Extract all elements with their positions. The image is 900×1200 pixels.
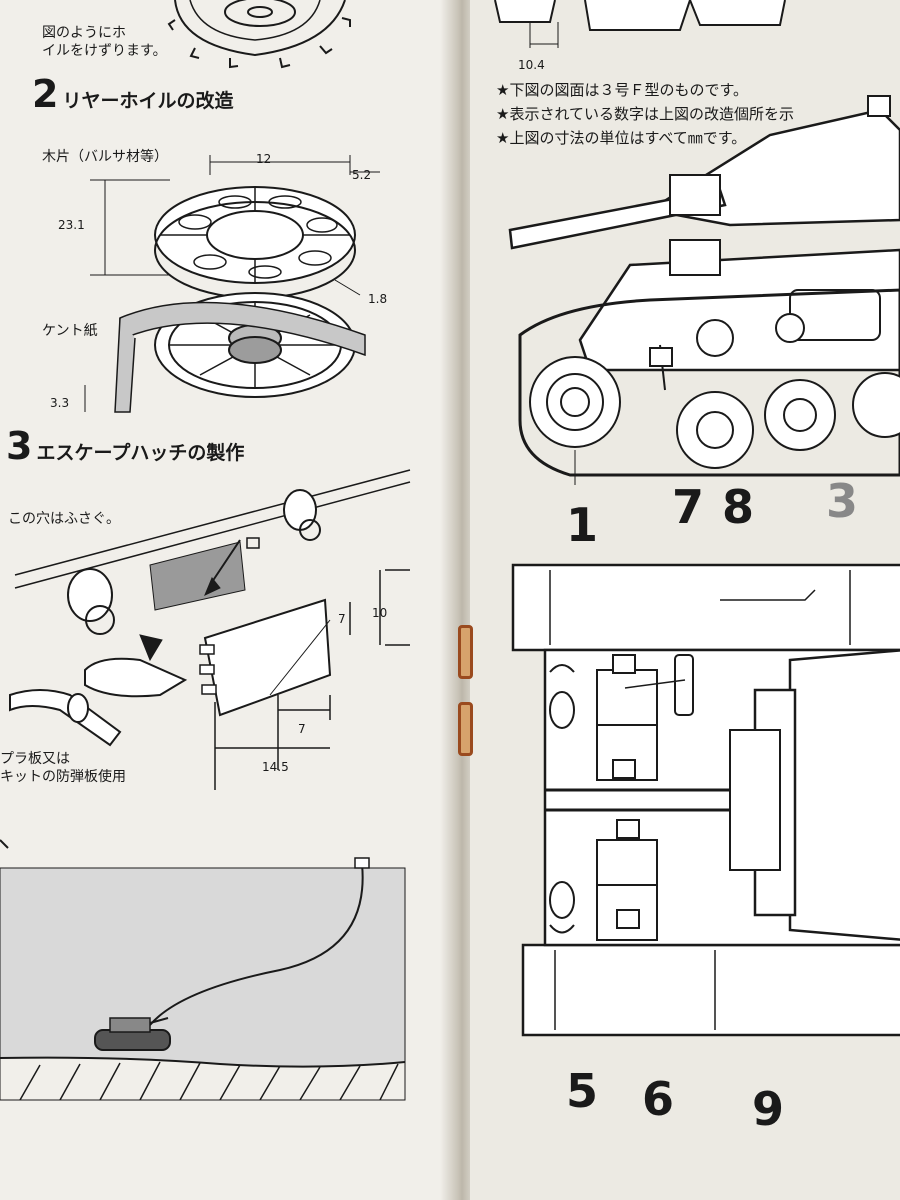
callout-9: 9 <box>752 1082 785 1136</box>
dim-inner-width-7: 7 <box>298 722 306 736</box>
escape-hatch-drawing <box>9 469 411 790</box>
section-2-title: リヤーホイルの改造 <box>62 90 234 112</box>
callout-1: 1 <box>566 498 599 552</box>
note-line-1: ★下図の図面は３号Ｆ型のものです。 <box>496 81 748 99</box>
staple-top <box>458 625 473 679</box>
plastic-note: プラ板又は キットの防弾板使用 <box>0 750 126 786</box>
dim-total-width-14-5: 14.5 <box>262 760 289 774</box>
notes-block: ★下図の図面は３号Ｆ型のものです。 ★表示されている数字は上図の改造個所を示 ★… <box>496 78 794 150</box>
dim-10-4: 10.4 <box>518 58 545 72</box>
section-3-title: エスケープハッチの製作 <box>36 442 245 464</box>
rear-wheel-drawing <box>84 155 380 413</box>
dim-height-23-1: 23.1 <box>58 218 85 232</box>
tank-top-view-drawing <box>511 563 900 1037</box>
section-2-heading: 2 リヤーホイルの改造 <box>32 72 233 116</box>
dim-band-3-3: 3.3 <box>50 396 70 410</box>
callout-3: 3 <box>826 474 859 528</box>
note-line-3: ★上図の寸法の単位はすべて㎜です。 <box>496 129 747 147</box>
top-note-line-2: イルをけずります。 <box>42 43 167 59</box>
dim-inner-height-7: 7 <box>338 612 346 626</box>
callout-8: 8 <box>722 480 755 534</box>
section-2-number: 2 <box>32 72 59 116</box>
callout-7: 7 <box>672 480 705 534</box>
callout-6: 6 <box>642 1072 675 1126</box>
staple-bottom <box>458 702 473 756</box>
hole-label: この穴はふさぐ。 <box>8 511 120 527</box>
tank-side-view-drawing <box>508 95 900 485</box>
top-note: 図のようにホ イルをけずります。 <box>42 24 167 60</box>
callout-5: 5 <box>566 1064 599 1118</box>
top-fragment-drawing <box>494 0 786 48</box>
top-note-line-1: 図のようにホ <box>42 25 126 41</box>
dim-rim-1-8: 1.8 <box>368 292 388 306</box>
section-3-number: 3 <box>6 424 33 468</box>
note-line-2: ★表示されている数字は上図の改造個所を示 <box>496 105 794 123</box>
kent-paper-label: ケント紙 <box>42 323 98 339</box>
plastic-note-line-2: キットの防弾板使用 <box>0 769 126 785</box>
section-3-heading: 3 エスケープハッチの製作 <box>6 424 244 468</box>
plastic-note-line-1: プラ板又は <box>0 751 70 767</box>
terrain-scene-drawing <box>0 839 406 1101</box>
balsa-label: 木片（バルサ材等） <box>42 149 168 165</box>
sprocket-wheel-drawing <box>167 0 351 69</box>
